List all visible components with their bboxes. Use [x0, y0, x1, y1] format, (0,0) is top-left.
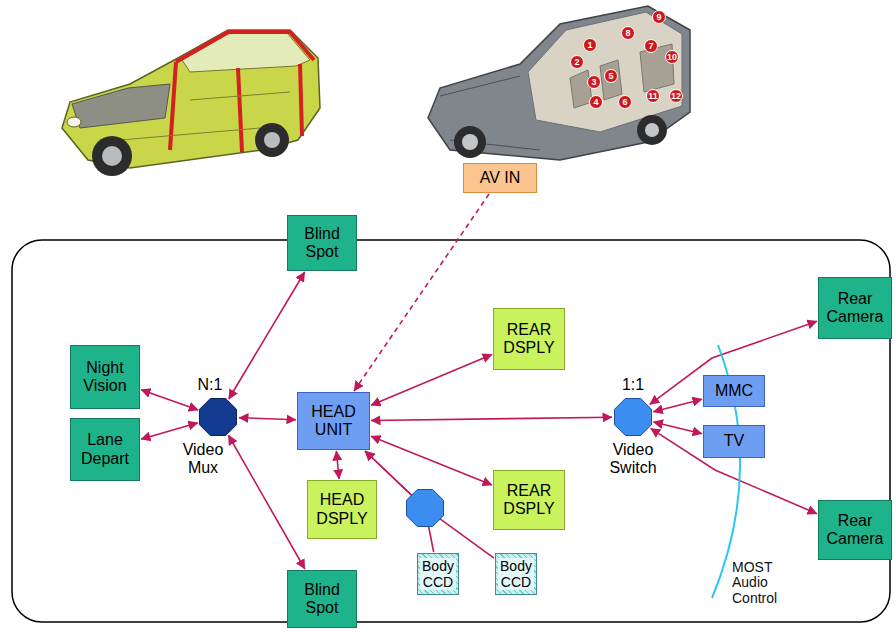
video-link — [653, 422, 702, 434]
video-link — [141, 390, 198, 410]
sensor-box: Blind Spot — [287, 570, 357, 628]
video-link — [650, 321, 817, 404]
callout-number: 12 — [669, 89, 683, 103]
video-link — [228, 435, 304, 569]
node-label: Lane Depart — [75, 431, 135, 468]
callout-number: 1 — [583, 38, 597, 52]
input-box: AV IN — [463, 163, 537, 193]
node-label: HEAD DSPLY — [312, 491, 372, 528]
engine-bay — [72, 84, 170, 128]
callout-number: 7 — [644, 39, 658, 53]
video-link — [336, 451, 339, 479]
video-link — [371, 355, 492, 406]
callout-number: 9 — [652, 10, 666, 24]
camera-box: Rear Camera — [818, 500, 892, 560]
node-label: Body CCD — [420, 558, 456, 590]
callout-number: 10 — [665, 50, 679, 64]
suv-illustration — [428, 6, 690, 160]
node-label: Rear Camera — [823, 290, 887, 327]
node-label: Body CCD — [498, 558, 534, 590]
callout-number: 5 — [604, 69, 618, 83]
callout-number: 8 — [621, 26, 635, 40]
rim — [264, 132, 280, 148]
vehicle-boundary — [12, 240, 890, 622]
octagon-shape — [198, 397, 238, 437]
node-label: Video Switch — [604, 441, 662, 478]
source-box: TV — [703, 425, 765, 458]
node-label: Video Mux — [174, 441, 232, 478]
coupe-glass — [182, 33, 310, 72]
callout-number: 6 — [618, 95, 632, 109]
node-label: REAR DSPLY — [498, 482, 560, 519]
display-box: HEAD DSPLY — [307, 480, 377, 539]
octagon-outline — [200, 399, 237, 436]
video-link — [365, 451, 494, 558]
ccd-camera-box: Body CCD — [417, 553, 459, 595]
callout-number: 3 — [587, 75, 601, 89]
node-label: HEAD UNIT — [302, 403, 365, 440]
sensor-box: Blind Spot — [287, 215, 357, 271]
av-input-link — [354, 194, 489, 391]
video-mux-octagon: N:1Video Mux — [198, 397, 238, 437]
node-label: Rear Camera — [823, 512, 887, 549]
node-label: N:1 — [181, 376, 239, 394]
node-label: 1:1 — [604, 376, 662, 394]
video-link — [653, 399, 702, 412]
display-box: REAR DSPLY — [493, 308, 565, 370]
ccd-camera-box: Body CCD — [495, 553, 537, 595]
sensor-box: Night Vision — [70, 345, 140, 409]
video-link — [371, 417, 612, 420]
octagon-shape — [613, 397, 653, 437]
headlight — [67, 117, 81, 127]
video-link — [141, 423, 198, 439]
head-unit-box: HEAD UNIT — [297, 392, 370, 450]
callout-number: 2 — [570, 55, 584, 69]
bus-label: MOST Audio Control — [732, 560, 794, 606]
video-link — [229, 272, 305, 399]
video-link — [651, 428, 817, 513]
rim — [462, 134, 478, 150]
display-box: REAR DSPLY — [493, 470, 565, 530]
wheel — [454, 126, 486, 158]
callout-number: 11 — [646, 89, 660, 103]
wheel — [92, 136, 132, 176]
video-link — [371, 436, 492, 485]
node-label: Night Vision — [75, 359, 135, 396]
camera-box: Rear Camera — [818, 277, 892, 339]
node-label: MMC — [715, 382, 753, 400]
node-label: Blind Spot — [292, 581, 352, 618]
node-label: REAR DSPLY — [498, 321, 560, 358]
junction-octagon — [407, 490, 444, 527]
node-label: TV — [724, 432, 744, 450]
source-box: MMC — [703, 375, 765, 407]
coupe-illustration — [62, 30, 320, 176]
callout-number: 4 — [589, 95, 603, 109]
video-link — [239, 418, 296, 420]
suv-interior — [528, 12, 682, 132]
video-switch-octagon: 1:1Video Switch — [613, 397, 653, 437]
suv-body — [428, 6, 690, 160]
node-label: AV IN — [480, 169, 521, 187]
node-label: Blind Spot — [292, 225, 352, 262]
octagon-outline — [615, 399, 652, 436]
wheel — [637, 115, 667, 145]
wheel — [255, 123, 289, 157]
rim — [102, 146, 122, 166]
rim — [645, 123, 659, 137]
sensor-box: Lane Depart — [70, 418, 140, 481]
seat — [570, 44, 674, 108]
